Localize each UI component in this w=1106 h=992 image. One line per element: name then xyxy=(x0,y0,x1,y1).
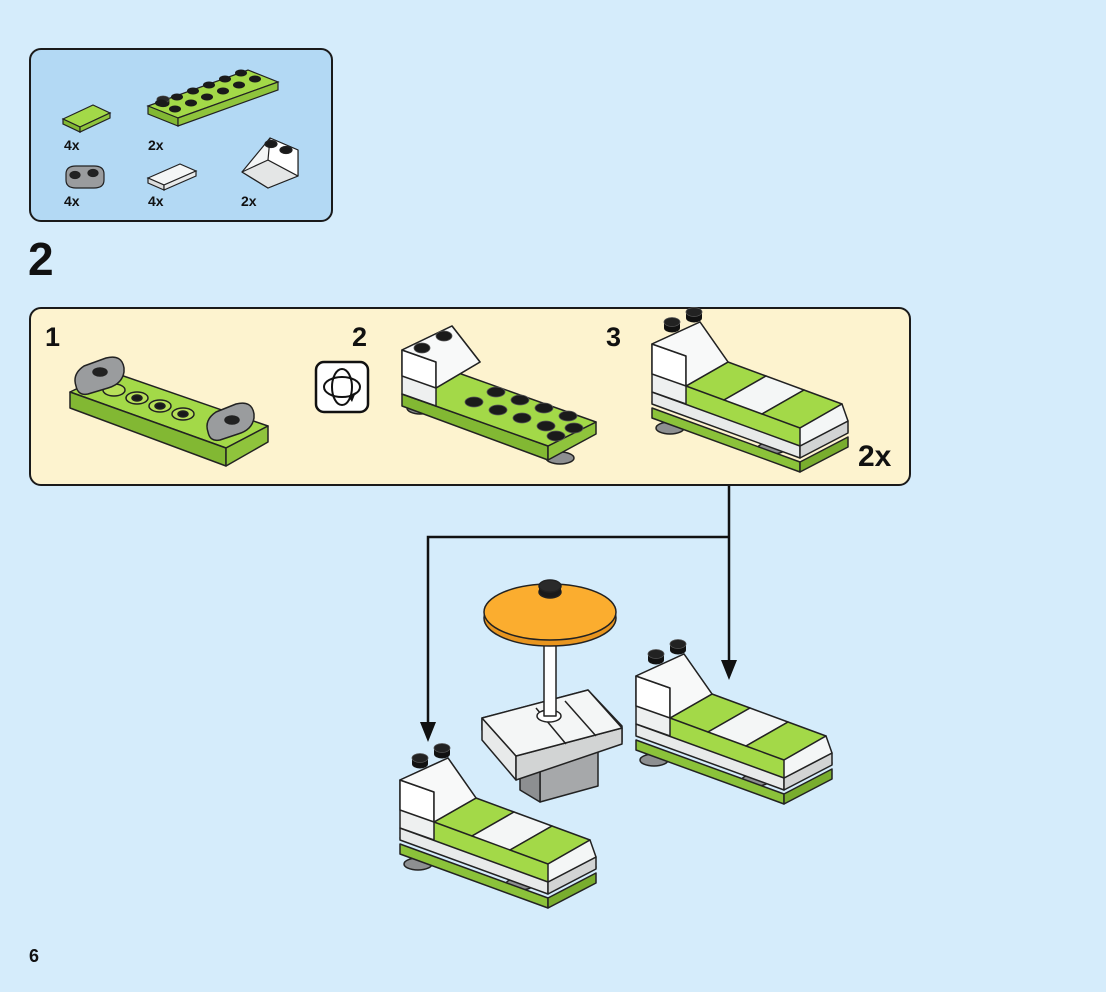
part-qty: 2x xyxy=(241,193,257,209)
arrow-head-left xyxy=(420,722,436,742)
part-qty: 4x xyxy=(64,193,80,209)
substep-number: 1 xyxy=(45,322,61,352)
substep-number: 3 xyxy=(606,322,622,352)
part-qty: 2x xyxy=(148,137,164,153)
umbrella-table xyxy=(481,579,623,803)
step-number: 2 xyxy=(28,233,54,285)
lime-tile-icon xyxy=(61,104,112,133)
gray-plate-icon xyxy=(65,165,105,189)
build-multiplier: 2x xyxy=(858,440,892,473)
substep-number: 2 xyxy=(352,322,368,352)
white-slope-icon xyxy=(241,137,299,189)
white-tile-icon xyxy=(146,163,198,191)
part-qty: 4x xyxy=(148,193,164,209)
substep-1-model xyxy=(69,356,269,467)
rotate-icon xyxy=(314,360,370,414)
lime-plate-icon xyxy=(146,69,280,127)
page-number: 6 xyxy=(29,946,40,966)
arrow-head-right xyxy=(721,660,737,680)
substep-3-chair xyxy=(652,308,848,473)
substep-2-studs xyxy=(413,330,584,442)
parts-list-box xyxy=(29,48,333,222)
assembly-arrows xyxy=(426,486,731,722)
part-qty: 4x xyxy=(64,137,80,153)
